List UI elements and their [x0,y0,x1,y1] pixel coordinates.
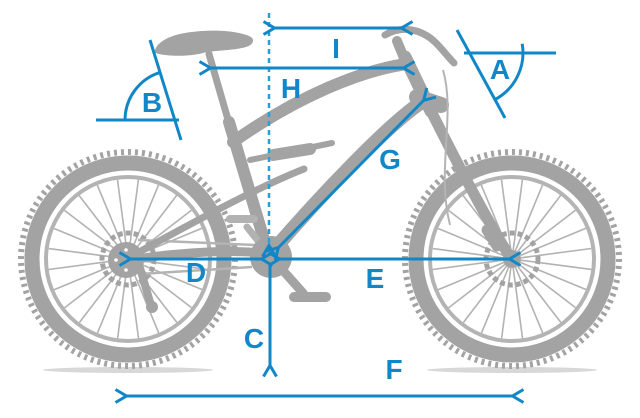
head-angle-arc [494,43,525,101]
label-a: A [490,54,510,85]
measure-c-vertical: C [244,265,278,378]
spoke [462,265,508,323]
rear-wheel-shadow [43,367,213,373]
spoke [432,247,504,259]
measure-a-head-angle: A [455,29,556,119]
front-wheel-spokes [432,179,592,339]
measurements: A B I H G D [96,13,556,404]
cassette-hole [114,258,118,262]
spoke [78,265,124,323]
spoke [64,209,122,255]
label-b: B [142,87,162,118]
spoke [48,259,120,271]
cassette-hole [124,248,128,252]
measure-i-horizontal: I [262,20,414,64]
seat-angle-slant-line [148,39,183,141]
spoke [128,179,140,251]
seat-angle-arc [123,70,161,121]
spoke [53,227,121,257]
spoke [432,259,504,271]
front-tire-knobs [402,149,622,369]
spoke [116,179,128,251]
spoke [78,195,124,253]
spoke [130,266,160,334]
spoke [128,267,140,339]
head-angle-slant-line [455,29,507,119]
spoke [448,263,506,309]
seatpost [205,50,235,134]
frame [125,50,516,265]
spoke [514,184,544,252]
spoke [437,261,505,291]
stem [392,36,409,63]
spoke [519,227,587,257]
label-g: G [379,144,401,175]
front-wheel-shadow [427,367,597,373]
label-i: I [332,33,340,64]
fork [423,101,516,263]
spoke [500,179,512,251]
spoke [116,267,128,339]
derailleur-pulley [146,301,158,313]
spoke [64,263,122,309]
measure-g-diagonal: G [265,87,437,261]
shock-body [267,143,316,161]
spoke [518,263,576,309]
spoke [130,184,160,252]
spoke [96,184,126,252]
label-h: H [281,73,301,104]
spoke [480,266,510,334]
spoke [516,265,562,323]
spoke [437,227,505,257]
spoke [135,261,203,291]
spoke [512,179,524,251]
spoke [96,266,126,334]
label-e: E [366,263,385,294]
spoke [516,195,562,253]
spoke [500,267,512,339]
front-brake-caliper [481,224,503,252]
brake-cable [442,69,451,226]
spoke [132,195,178,253]
spoke [48,247,120,259]
spoke [520,247,592,259]
spoke [519,261,587,291]
measure-e-horizontal: E [267,251,522,294]
cassette-hole [124,268,128,272]
measure-f-horizontal: F [114,354,525,404]
measure-g-arrow [265,87,437,261]
measure-b-seat-angle: B [96,39,183,141]
chain-bottom [139,265,253,276]
saddle [154,30,254,56]
spoke [520,259,592,271]
measure-d-horizontal: D [118,251,274,288]
label-c: C [244,323,264,354]
spoke [518,209,576,255]
spoke [514,266,544,334]
label-f: F [385,354,402,385]
bike-silhouette [18,25,622,373]
rear-derailleur [136,264,154,306]
spoke [53,261,121,291]
spoke [512,267,524,339]
label-d: D [186,257,206,288]
